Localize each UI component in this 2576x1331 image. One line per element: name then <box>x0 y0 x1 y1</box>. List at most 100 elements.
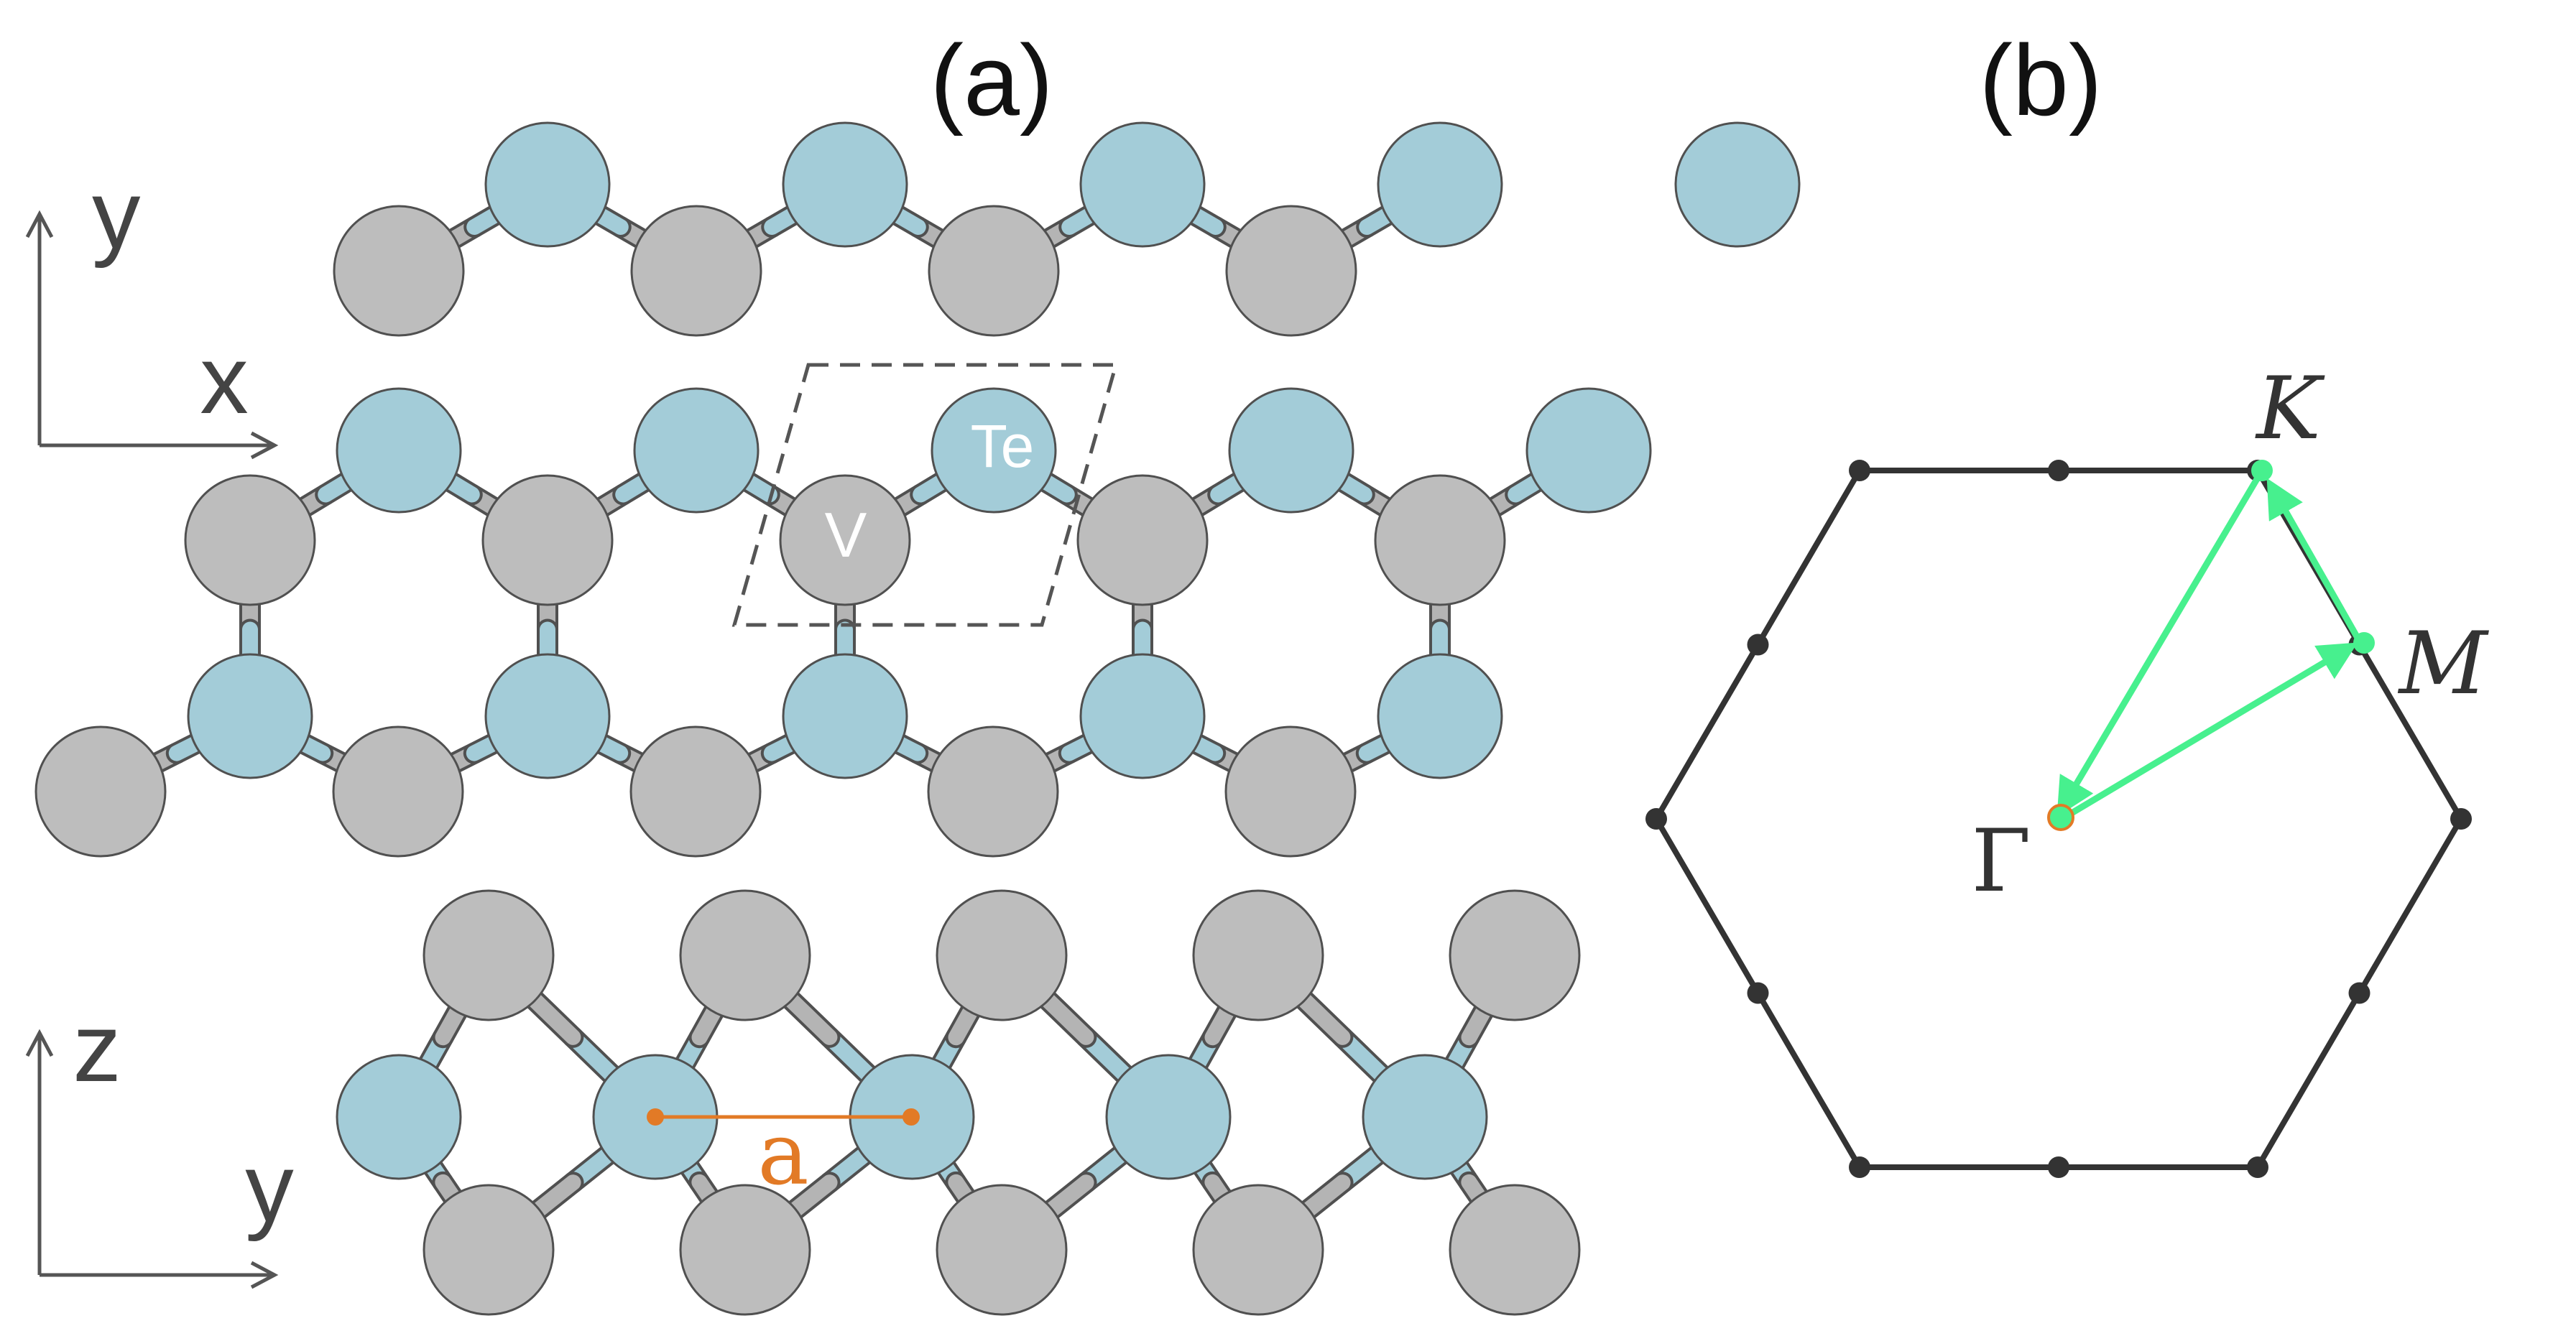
v-atom-upper <box>423 889 555 1021</box>
v-atom <box>332 725 464 858</box>
top-bond <box>882 202 954 252</box>
side-bond <box>671 996 728 1079</box>
top-bond <box>1331 202 1403 252</box>
v-atom-lower <box>936 1184 1068 1316</box>
te-atom <box>336 387 462 514</box>
gamma-point-label: Γ <box>1971 812 2031 912</box>
axes-side-view <box>25 1029 279 1289</box>
te-atom-side <box>1105 1054 1232 1180</box>
m-point-label: M <box>2398 614 2490 714</box>
top-bond <box>733 468 805 521</box>
axis-side-horizontal-arrowhead <box>250 1261 279 1289</box>
top-bond <box>1332 731 1401 776</box>
top-bond <box>1479 468 1552 521</box>
top-bond <box>1030 468 1103 521</box>
top-bond <box>142 731 211 776</box>
axes-top-view <box>25 210 279 460</box>
side-bond <box>1293 1141 1393 1224</box>
side-bond <box>780 1141 880 1224</box>
top-bond <box>586 731 654 776</box>
top-bond <box>885 468 957 521</box>
lattice-constant-right-dot <box>902 1108 920 1126</box>
top-bond <box>736 202 808 252</box>
top-bond <box>440 731 509 776</box>
lattice-constant-marker <box>647 1108 920 1126</box>
axis-top-vertical-arrowhead <box>25 210 54 238</box>
top-bond <box>435 468 508 521</box>
te-atom <box>1228 387 1354 514</box>
side-bond <box>1033 986 1140 1089</box>
side-bond <box>415 996 471 1079</box>
path-gamma-to-m <box>2066 642 2358 818</box>
bz-vertex-dot <box>1849 460 1870 481</box>
axis-side-vertical-label: z <box>73 993 121 1102</box>
v-atom <box>184 474 316 606</box>
top-bond <box>1328 468 1400 521</box>
path-m-to-k <box>2266 478 2363 645</box>
v-atom <box>629 725 762 858</box>
te-atom <box>484 121 611 248</box>
v-atom <box>928 205 1060 337</box>
top-view-atoms <box>34 121 1801 858</box>
top-bond <box>1033 202 1105 252</box>
side-bond <box>928 996 984 1079</box>
top-view-lattice <box>34 121 1801 858</box>
k-point-marker <box>2251 460 2273 481</box>
bz-vertex-dot <box>2247 1156 2268 1178</box>
v-atom-label: V <box>825 499 867 570</box>
top-bond <box>737 731 806 776</box>
m-point-marker <box>2353 632 2375 654</box>
top-bond <box>438 202 510 252</box>
lattice-constant-left-dot <box>647 1108 664 1126</box>
gamma-point-marker <box>2047 804 2074 831</box>
axis-side-vertical-arrowhead <box>25 1029 54 1057</box>
top-bond <box>1035 731 1104 776</box>
bz-edge-midpoint-dot <box>1747 982 1769 1004</box>
k-point-label: K <box>2255 359 2325 459</box>
v-atom-upper <box>936 889 1068 1021</box>
te-atom <box>1674 121 1801 248</box>
panel-a-label: (a) <box>930 24 1053 136</box>
axis-top-vertical-label: y <box>92 160 141 269</box>
v-atom <box>333 205 465 337</box>
te-atom <box>1377 121 1503 248</box>
v-atom <box>779 474 911 606</box>
bz-vertex-dot <box>1849 1156 1870 1178</box>
v-atom <box>630 205 762 337</box>
v-atom <box>1225 205 1357 337</box>
top-bond <box>587 468 660 521</box>
unit-cell-outline <box>731 363 1119 627</box>
top-bond <box>290 468 362 521</box>
v-atom-upper <box>679 889 811 1021</box>
te-atom <box>931 387 1057 514</box>
top-bond <box>884 731 951 776</box>
bz-edge-midpoint-dot <box>1747 634 1769 656</box>
brillouin-zone <box>1645 460 2472 1178</box>
side-bond <box>776 986 883 1089</box>
axis-top-horizontal-label: x <box>200 325 249 434</box>
te-atom <box>782 653 908 779</box>
te-atom <box>1079 653 1206 779</box>
te-atom <box>484 653 611 779</box>
lattice-constant-label: a <box>757 1105 809 1205</box>
te-atom-label: Te <box>971 412 1035 480</box>
top-bond <box>585 202 657 252</box>
te-atom <box>1377 653 1503 779</box>
axis-top-horizontal-arrowhead <box>250 431 279 460</box>
v-atom-upper <box>1449 889 1581 1021</box>
v-atom <box>1374 474 1506 606</box>
v-atom <box>1224 725 1357 858</box>
v-atom-lower <box>1449 1184 1581 1316</box>
top-bond <box>1181 731 1249 776</box>
panel-b-label: (b) <box>1979 24 2102 136</box>
te-atom <box>782 121 908 248</box>
te-atom-side <box>336 1054 462 1180</box>
te-atom-side <box>1362 1054 1488 1180</box>
side-bond <box>1441 996 1497 1079</box>
side-bond <box>1289 986 1396 1089</box>
v-atom <box>1076 474 1209 606</box>
v-atom-lower <box>1192 1184 1324 1316</box>
top-bond <box>1182 468 1255 521</box>
top-bond <box>1180 202 1252 252</box>
bz-edge-midpoint-dot <box>2048 460 2069 481</box>
